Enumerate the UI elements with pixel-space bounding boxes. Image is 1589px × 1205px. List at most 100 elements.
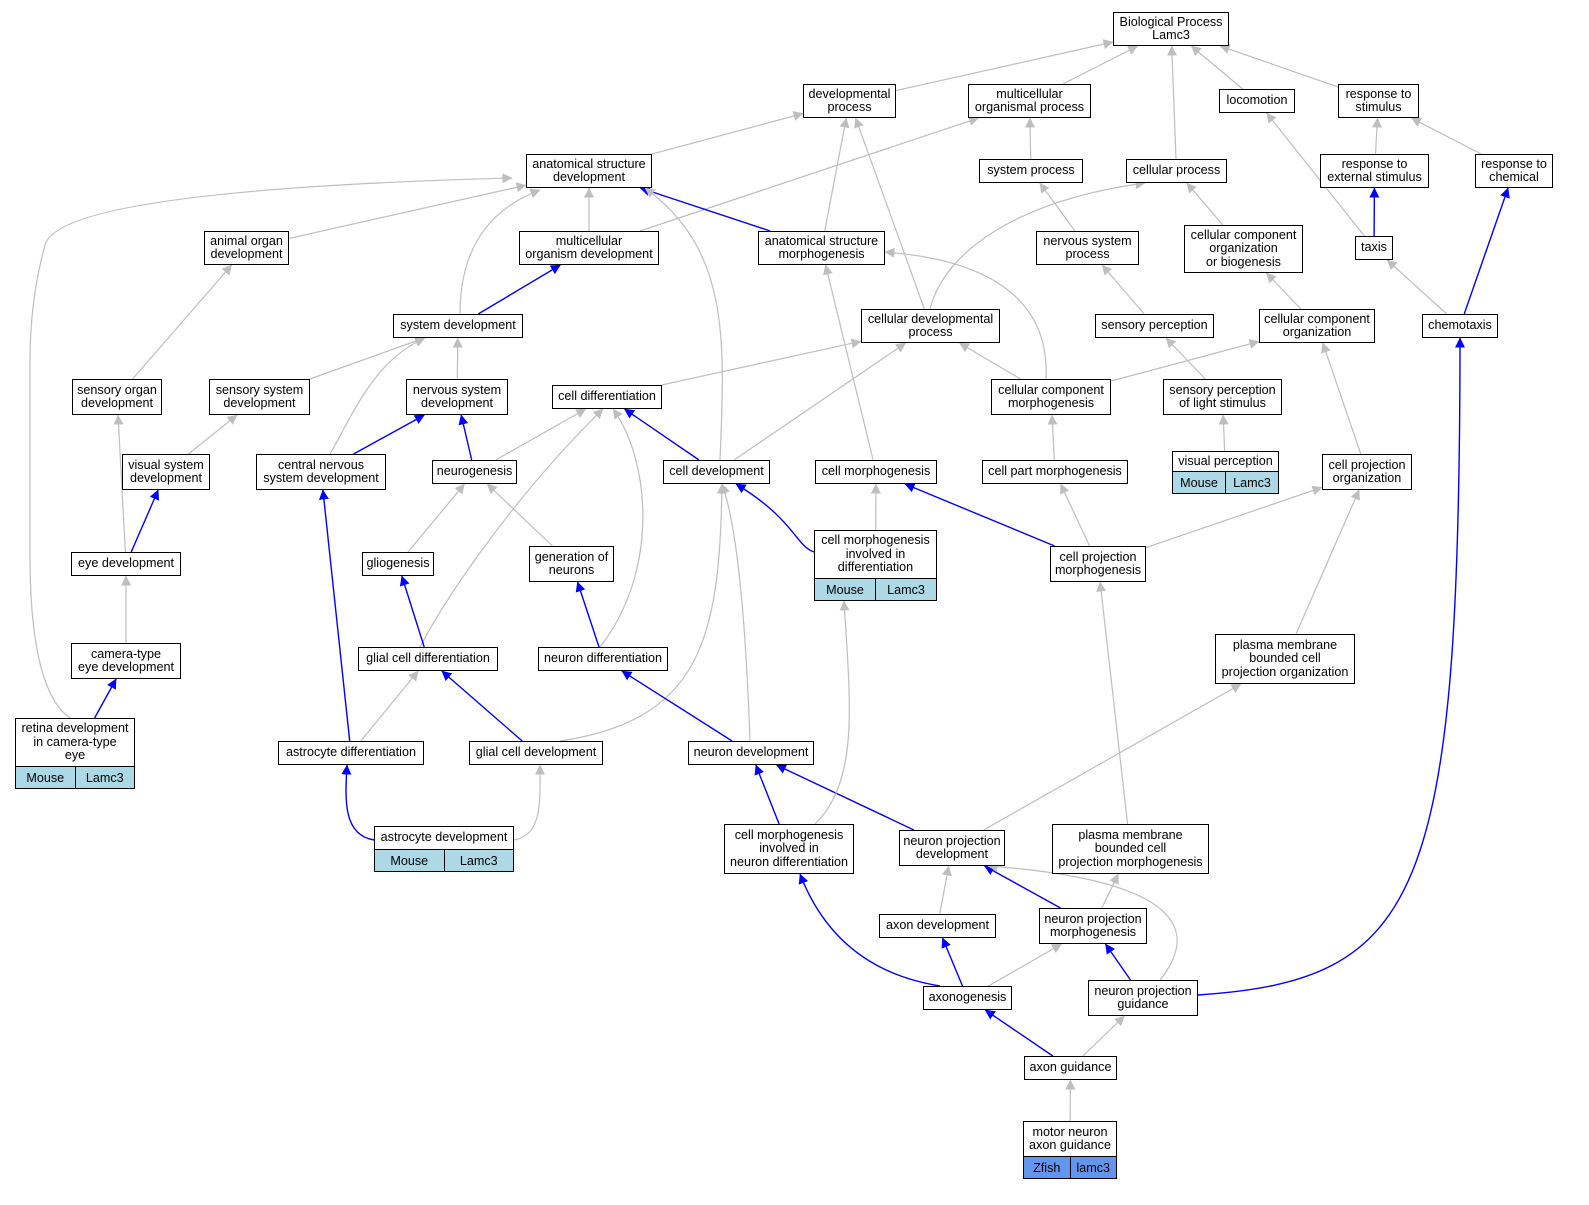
go-node-resp_stim[interactable]: response to stimulus [1338, 84, 1419, 118]
edge-neurondev-to-celldev [720, 483, 751, 742]
go-node-astrodiff[interactable]: astrocyte differentiation [278, 741, 424, 765]
go-node-genneurons[interactable]: generation of neurons [529, 546, 614, 582]
go-node-gliogenesis[interactable]: gliogenesis [362, 552, 434, 576]
go-node-sensperc[interactable]: sensory perception [1095, 314, 1214, 338]
go-node-cellmorph[interactable]: cell morphogenesis [815, 460, 937, 484]
go-node-axondev[interactable]: axon development [879, 914, 996, 938]
edge-axonguid-to-axonogenesis [984, 1009, 1054, 1057]
edge-cnsd-to-sysdev [329, 337, 426, 455]
go-node-cmid[interactable]: cell morphogenesis involved in different… [814, 530, 937, 601]
go-node-multiorg[interactable]: multicellular organismal process [968, 84, 1091, 118]
edge-cprojmorph-to-cpm_part [1060, 483, 1091, 547]
edge-glialdiff-to-gliogenesis [399, 575, 425, 648]
go-node-celldev[interactable]: cell development [663, 460, 770, 484]
edge-ccob-to-cellproc [1186, 182, 1224, 226]
go-node-locomotion[interactable]: locomotion [1219, 89, 1295, 113]
go-node-asm[interactable]: anatomical structure morphogenesis [758, 231, 885, 265]
edge-multiorg-to-bp [1062, 45, 1139, 85]
edge-resp_stim-to-bp [1219, 44, 1339, 88]
go-node-npm[interactable]: neuron projection morphogenesis [1039, 908, 1147, 944]
edge-nsd-to-sysdev [452, 337, 463, 380]
go-node-multi_dev[interactable]: multicellular organism development [519, 231, 659, 265]
go-node-devproc[interactable]: developmental process [803, 84, 896, 118]
go-node-ccob[interactable]: cellular component organization or bioge… [1184, 225, 1303, 273]
go-node-cnsd[interactable]: central nervous system development [256, 454, 386, 490]
go-node-npd[interactable]: neuron projection development [899, 830, 1005, 866]
go-node-sysproc[interactable]: system process [979, 159, 1083, 183]
edge-nsp-to-sysproc [1039, 182, 1076, 232]
go-node-label: plasma membrane bounded cell projection … [1058, 827, 1203, 869]
go-node-label: cell differentiation [558, 389, 656, 404]
go-node-label: glial cell differentiation [366, 651, 490, 666]
go-node-cellproc[interactable]: cellular process [1126, 159, 1227, 183]
go-node-neurogenesis[interactable]: neurogenesis [432, 460, 517, 484]
go-node-spls[interactable]: sensory perception of light stimulus [1163, 379, 1282, 415]
gene-tag: Lamc3 [875, 579, 936, 600]
edge-sensperc-to-nsp [1101, 264, 1145, 315]
go-node-label: glial cell development [475, 745, 597, 760]
go-node-nsd[interactable]: nervous system development [406, 379, 508, 415]
go-node-glialdiff[interactable]: glial cell differentiation [358, 647, 498, 671]
go-node-label: locomotion [1226, 93, 1288, 108]
edge-cmind-to-neurondev [754, 764, 780, 825]
edge-devproc-to-bp [895, 39, 1114, 92]
go-node-pmbcpm[interactable]: plasma membrane bounded cell projection … [1052, 824, 1209, 874]
go-node-label: cell projection morphogenesis [1054, 549, 1142, 577]
go-node-label: axonogenesis [928, 990, 1007, 1005]
go-node-asd[interactable]: anatomical structure development [526, 154, 652, 188]
species-tag: Mouse [16, 767, 75, 788]
go-node-axonogenesis[interactable]: axonogenesis [923, 986, 1012, 1010]
go-node-ccm[interactable]: cellular component morphogenesis [991, 379, 1111, 415]
go-node-sens_sys[interactable]: sensory system development [209, 379, 310, 415]
edge-taxis-to-locomotion [1266, 112, 1365, 237]
go-node-camera_eye[interactable]: camera-type eye development [71, 643, 181, 679]
go-node-taxis[interactable]: taxis [1355, 236, 1393, 260]
go-node-label: multicellular organismal process [974, 86, 1085, 114]
go-node-axonguid[interactable]: axon guidance [1024, 1056, 1117, 1080]
edge-neurogenesis-to-celldiff [495, 408, 587, 461]
go-node-cprojmorph[interactable]: cell projection morphogenesis [1050, 546, 1146, 582]
go-node-label: central nervous system development [263, 457, 379, 485]
go-node-eyedev[interactable]: eye development [71, 552, 181, 576]
go-node-celldevproc[interactable]: cellular developmental process [861, 309, 1000, 343]
go-node-cpm_part[interactable]: cell part morphogenesis [982, 460, 1128, 484]
go-node-sens_organ[interactable]: sensory organ development [72, 379, 162, 415]
go-node-neurondiff[interactable]: neuron differentiation [538, 647, 668, 671]
go-node-npg[interactable]: neuron projection guidance [1088, 980, 1198, 1016]
edge-npg-to-chemotaxis [1197, 337, 1465, 996]
go-node-vis_sys[interactable]: visual system development [122, 454, 210, 490]
edge-animal_organ-to-asd [288, 182, 527, 239]
go-node-cmind[interactable]: cell morphogenesis involved in neuron di… [724, 824, 854, 874]
go-node-sysdev[interactable]: system development [393, 314, 523, 338]
go-node-cpo[interactable]: cell projection organization [1322, 454, 1412, 490]
go-node-label: system development [400, 318, 516, 333]
go-node-resp_ext[interactable]: response to external stimulus [1320, 154, 1429, 188]
go-node-bp[interactable]: Biological Process Lamc3 [1113, 12, 1229, 46]
edge-glialdiff-to-celldiff [419, 408, 604, 648]
edge-asd-to-devproc [651, 111, 804, 155]
edge-retina-to-asd [29, 173, 513, 719]
go-node-celldiff[interactable]: cell differentiation [552, 385, 662, 409]
go-node-neurondev[interactable]: neuron development [688, 741, 814, 765]
go-node-label: neuron projection guidance [1094, 983, 1192, 1011]
go-node-glialdev[interactable]: glial cell development [469, 741, 603, 765]
edge-cellproc-to-bp [1167, 45, 1178, 160]
go-node-nsp[interactable]: nervous system process [1036, 231, 1139, 265]
go-node-chemotaxis[interactable]: chemotaxis [1422, 314, 1498, 338]
edge-astrodiff-to-glialdiff [360, 670, 419, 742]
go-node-resp_chem[interactable]: response to chemical [1475, 154, 1553, 188]
go-node-label: cellular component organization [1264, 311, 1370, 339]
edge-celldevproc-to-cellproc [929, 179, 1146, 310]
go-node-pmbcpo[interactable]: plasma membrane bounded cell projection … [1215, 634, 1355, 684]
go-node-cco[interactable]: cellular component organization [1259, 309, 1375, 343]
go-node-label: response to stimulus [1345, 86, 1412, 114]
go-node-animal_organ[interactable]: animal organ development [204, 231, 289, 265]
edge-sysproc-to-multiorg [1025, 117, 1036, 160]
go-node-label: axon guidance [1029, 1060, 1112, 1075]
